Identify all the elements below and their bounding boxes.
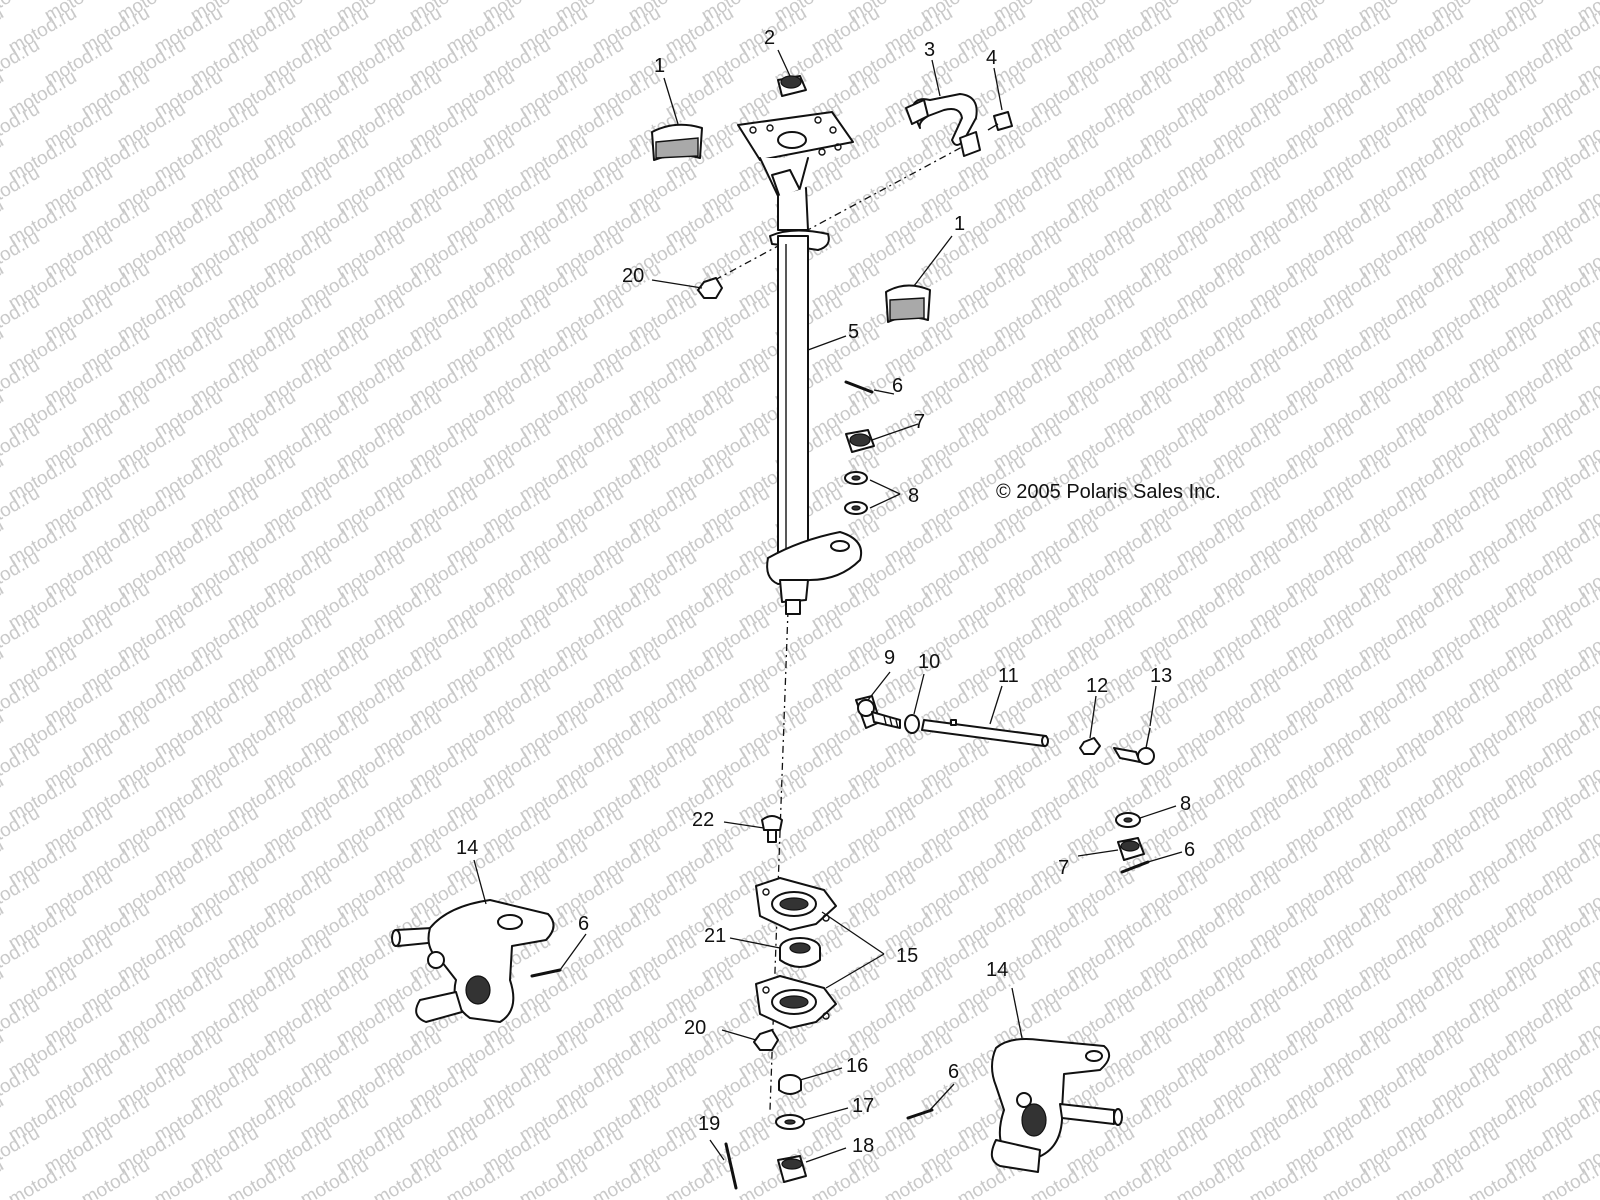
lower-washer xyxy=(775,1114,805,1130)
callout-3: 3 xyxy=(924,39,935,61)
callout-10: 10 xyxy=(918,651,940,673)
callout-6-lower-right: 6 xyxy=(1184,839,1195,861)
callout-13: 13 xyxy=(1150,665,1172,687)
callout-20-upper: 20 xyxy=(622,265,644,287)
callout-12: 12 xyxy=(1086,675,1108,697)
upper-washers xyxy=(844,471,868,515)
callout-16: 16 xyxy=(846,1055,868,1077)
callout-19: 19 xyxy=(698,1113,720,1135)
bushing-right xyxy=(885,284,931,323)
jam-nut-left xyxy=(904,714,920,734)
callout-2: 2 xyxy=(764,27,775,49)
callout-8-upper: 8 xyxy=(908,485,919,507)
callout-4: 4 xyxy=(986,47,997,69)
callout-15: 15 xyxy=(896,945,918,967)
callout-7-upper: 7 xyxy=(914,411,925,433)
watermark-text: motod.ru xyxy=(1538,1155,1600,1200)
lower-castle-nut xyxy=(777,1155,807,1183)
callout-11: 11 xyxy=(998,665,1019,687)
bushing-upper-left xyxy=(651,123,703,161)
clamp-bolt xyxy=(987,111,1013,131)
callout-6-left: 6 xyxy=(578,913,589,935)
callout-1-upper: 1 xyxy=(654,55,665,77)
callout-14-left: 14 xyxy=(456,837,478,859)
callout-18: 18 xyxy=(852,1135,874,1157)
lower-flange-nut xyxy=(753,1029,779,1051)
callout-1-right: 1 xyxy=(954,213,965,235)
callout-20-lower: 20 xyxy=(684,1017,706,1039)
callout-22: 22 xyxy=(692,809,714,831)
callout-6-upper: 6 xyxy=(892,375,903,397)
lower-right-washer xyxy=(1115,812,1141,828)
bearing xyxy=(779,937,821,968)
callout-14-right: 14 xyxy=(986,959,1008,981)
callout-9: 9 xyxy=(884,647,895,669)
callout-17: 17 xyxy=(852,1095,874,1117)
callout-8-lower: 8 xyxy=(1180,793,1191,815)
callout-7-lower: 7 xyxy=(1058,857,1069,879)
callout-21: 21 xyxy=(704,925,726,947)
jam-nut-right xyxy=(1079,737,1101,755)
top-nut xyxy=(777,75,807,97)
spacer xyxy=(778,1074,802,1095)
callout-5: 5 xyxy=(848,321,859,343)
callout-6-bottom: 6 xyxy=(948,1061,959,1083)
copyright-notice: © 2005 Polaris Sales Inc. xyxy=(996,481,1221,503)
